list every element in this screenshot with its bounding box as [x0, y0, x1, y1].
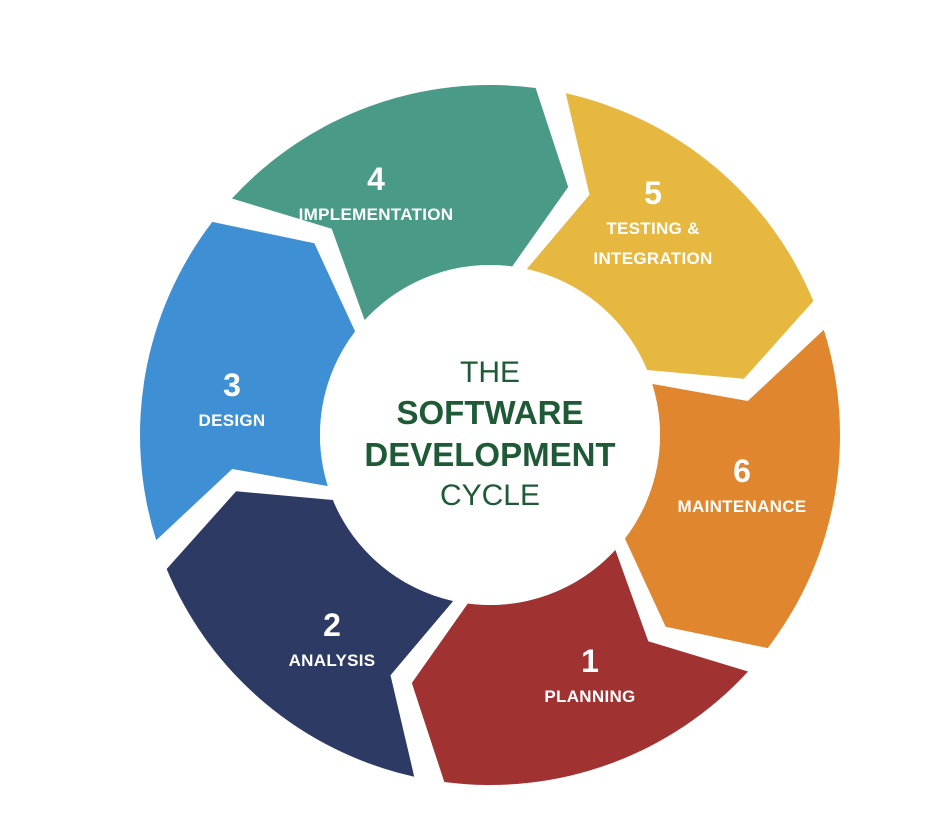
- segment-5-label: TESTING &: [606, 219, 699, 238]
- segment-5-label: INTEGRATION: [593, 249, 712, 268]
- segment-3-number: 3: [223, 367, 241, 403]
- segment-6-number: 6: [733, 453, 751, 489]
- segment-4-arrow: [231, 84, 569, 321]
- center-title-the: THE: [460, 356, 520, 389]
- center-title-cycle: CYCLE: [440, 479, 540, 512]
- segment-6-arrow: [624, 329, 840, 649]
- center-circle: [320, 265, 660, 605]
- center-title-development: DEVELOPMENT: [364, 436, 615, 473]
- segment-1-label: PLANNING: [544, 687, 635, 706]
- segment-3-label: DESIGN: [199, 411, 266, 430]
- center-title-software: SOFTWARE: [397, 394, 584, 431]
- segment-3-arrow: [140, 221, 356, 541]
- center-title: THE SOFTWARE DEVELOPMENT CYCLE: [364, 356, 615, 512]
- segment-2-arrow: [166, 491, 454, 777]
- segment-1-arrow: [411, 549, 749, 786]
- segment-5-arrow: [526, 93, 814, 379]
- segment-4-label: IMPLEMENTATION: [299, 205, 454, 224]
- segment-5-number: 5: [644, 175, 662, 211]
- segment-1-number: 1: [581, 643, 599, 679]
- segment-2-number: 2: [323, 607, 341, 643]
- segment-6-label: MAINTENANCE: [678, 497, 807, 516]
- segment-4-number: 4: [367, 161, 385, 197]
- segment-2-label: ANALYSIS: [289, 651, 376, 670]
- cycle-segments: [140, 84, 840, 786]
